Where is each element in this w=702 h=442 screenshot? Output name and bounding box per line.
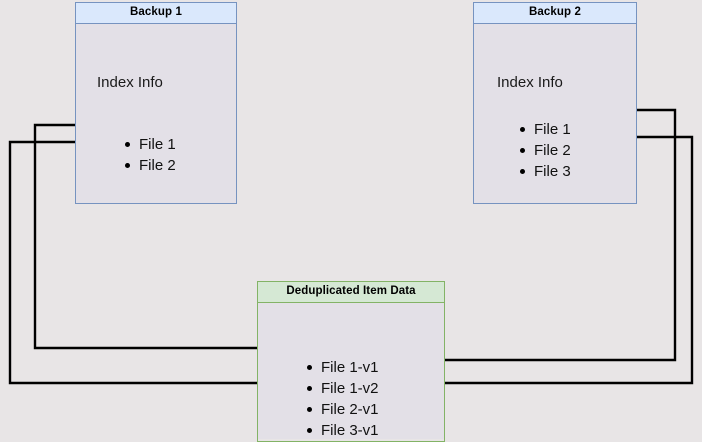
backup-1-index-info-label: Index Info (97, 74, 163, 91)
deduplicated-item[interactable]: File 1-v1 (306, 357, 379, 378)
backup-2-file-item[interactable]: File 2 (519, 140, 571, 161)
backup-1-file-item[interactable]: File 1 (124, 134, 176, 155)
deduplicated-item-list: File 1-v1 File 1-v2 File 2-v1 File 3-v1 (306, 357, 379, 441)
deduplicated-item[interactable]: File 1-v2 (306, 378, 379, 399)
deduplicated-item[interactable]: File 2-v1 (306, 399, 379, 420)
node-deduplicated-item-data-title: Deduplicated Item Data (258, 282, 444, 303)
node-deduplicated-item-data[interactable]: Deduplicated Item Data File 1-v1 File 1-… (257, 281, 445, 442)
node-backup-2-body: Index Info File 1 File 2 File 3 (474, 24, 636, 203)
backup-2-file-item[interactable]: File 1 (519, 119, 571, 140)
node-backup-1-title: Backup 1 (76, 3, 236, 24)
backup-1-file-list: File 1 File 2 (124, 134, 176, 176)
node-backup-2-title: Backup 2 (474, 3, 636, 24)
backup-2-file-list: File 1 File 2 File 3 (519, 119, 571, 182)
backup-1-file-item[interactable]: File 2 (124, 155, 176, 176)
node-backup-1-body: Index Info File 1 File 2 (76, 24, 236, 203)
node-backup-1[interactable]: Backup 1 Index Info File 1 File 2 (75, 2, 237, 204)
node-backup-2[interactable]: Backup 2 Index Info File 1 File 2 File 3 (473, 2, 637, 204)
deduplicated-item[interactable]: File 3-v1 (306, 420, 379, 441)
node-deduplicated-item-data-body: File 1-v1 File 1-v2 File 2-v1 File 3-v1 (258, 303, 444, 439)
backup-2-file-item[interactable]: File 3 (519, 161, 571, 182)
backup-2-index-info-label: Index Info (497, 74, 563, 91)
